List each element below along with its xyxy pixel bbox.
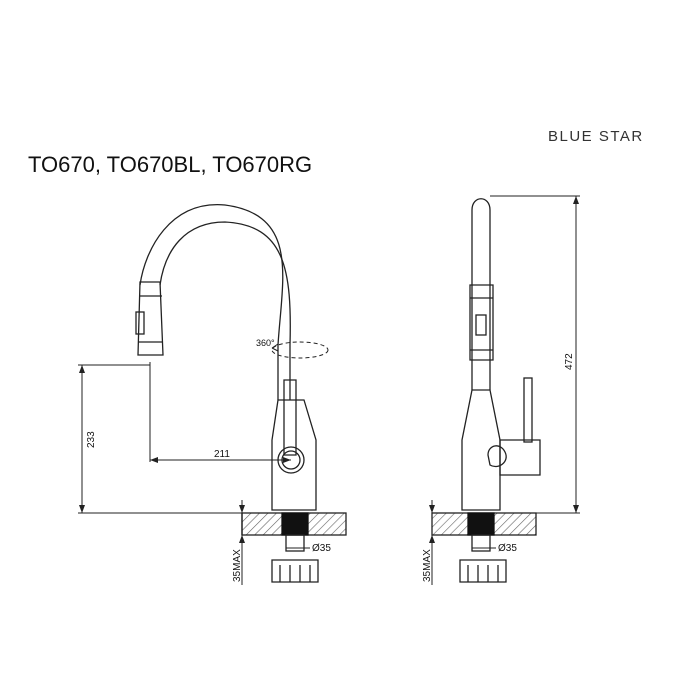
side-mounting-nut <box>459 559 507 583</box>
front-body <box>271 399 317 511</box>
hole-diameter-label: Ø35 <box>312 543 331 554</box>
front-view <box>78 204 347 585</box>
rotation-label: 360° <box>256 338 275 348</box>
front-spout-outer <box>139 204 284 400</box>
front-spout-inner <box>159 221 291 400</box>
total-height-label: 472 <box>564 353 575 370</box>
max-thickness-label: 35MAX <box>232 549 243 582</box>
side-max-thickness-label: 35MAX <box>422 549 433 582</box>
side-view <box>429 195 580 585</box>
front-lever <box>283 379 297 456</box>
spout-height-label: 233 <box>86 431 97 448</box>
front-spray-head <box>137 281 164 356</box>
front-mounting-nut <box>271 559 319 583</box>
rotation-indicator <box>271 341 329 359</box>
model-numbers-title: TO670, TO670BL, TO670RG <box>28 152 313 177</box>
reach-label: 211 <box>214 449 230 460</box>
side-body <box>461 389 501 511</box>
brand-logo-text: BLUE STAR <box>548 128 644 145</box>
side-handle <box>499 439 541 476</box>
side-hole-diameter-label: Ø35 <box>498 543 517 554</box>
side-tube <box>471 198 491 390</box>
side-spray-head <box>469 284 494 361</box>
